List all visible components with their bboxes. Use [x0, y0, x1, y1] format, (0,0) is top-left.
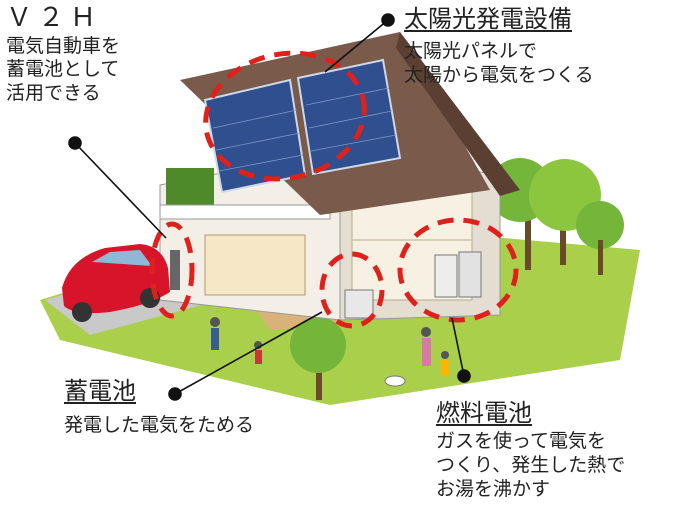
v2h-title: Ｖ２Ｈ — [6, 3, 103, 33]
battery-highlight — [319, 251, 385, 329]
balcony-green-wall — [166, 168, 214, 210]
fuel-cell-line-2: つくり、発生した熱で — [436, 453, 626, 476]
v2h-label-group: Ｖ２Ｈ 電気自動車を 蓄電池として 活用できる — [6, 2, 120, 106]
v2h-line-3: 活用できる — [6, 82, 101, 104]
solar-line-2: 太陽から電気をつくる — [404, 63, 594, 86]
storage-battery-unit — [344, 289, 374, 319]
roof-edge — [396, 32, 520, 196]
highlight-circles — [149, 50, 519, 329]
fuel-cell-highlight — [397, 217, 519, 323]
solar-highlight — [203, 50, 367, 182]
fuel-cell-label-group: 燃料電池 ガスを使って電気を つくり、発生した熱で お湯を沸かす — [436, 398, 625, 501]
battery-line-1: 発電した電気をためる — [64, 414, 255, 436]
fuel-cell-title: 燃料電池 — [436, 399, 532, 427]
v2h-line-1: 電気自動車を — [6, 34, 121, 57]
people — [210, 317, 449, 387]
balcony-rail — [159, 204, 331, 220]
pointers — [68, 13, 471, 401]
solar-label-group: 太陽光発電設備 太陽光パネルで 太陽から電気をつくる — [404, 4, 594, 88]
charger — [170, 250, 180, 290]
living-room — [204, 234, 306, 296]
fuel-cell-line-1: ガスを使って電気を — [436, 430, 607, 452]
v2h-highlight — [149, 221, 195, 319]
v2h-line-2: 蓄電池として — [6, 58, 120, 81]
fuel-cell-line-3: お湯を沸かす — [436, 477, 551, 500]
tree-front — [290, 317, 346, 400]
electric-car — [62, 244, 180, 322]
solar-line-1: 太陽光パネルで — [404, 40, 538, 62]
battery-label-group: 蓄電池 発電した電気をためる — [64, 376, 254, 438]
battery-title: 蓄電池 — [64, 377, 136, 405]
fuel-cell-unit — [434, 251, 482, 298]
solar-title: 太陽光発電設備 — [404, 5, 572, 33]
